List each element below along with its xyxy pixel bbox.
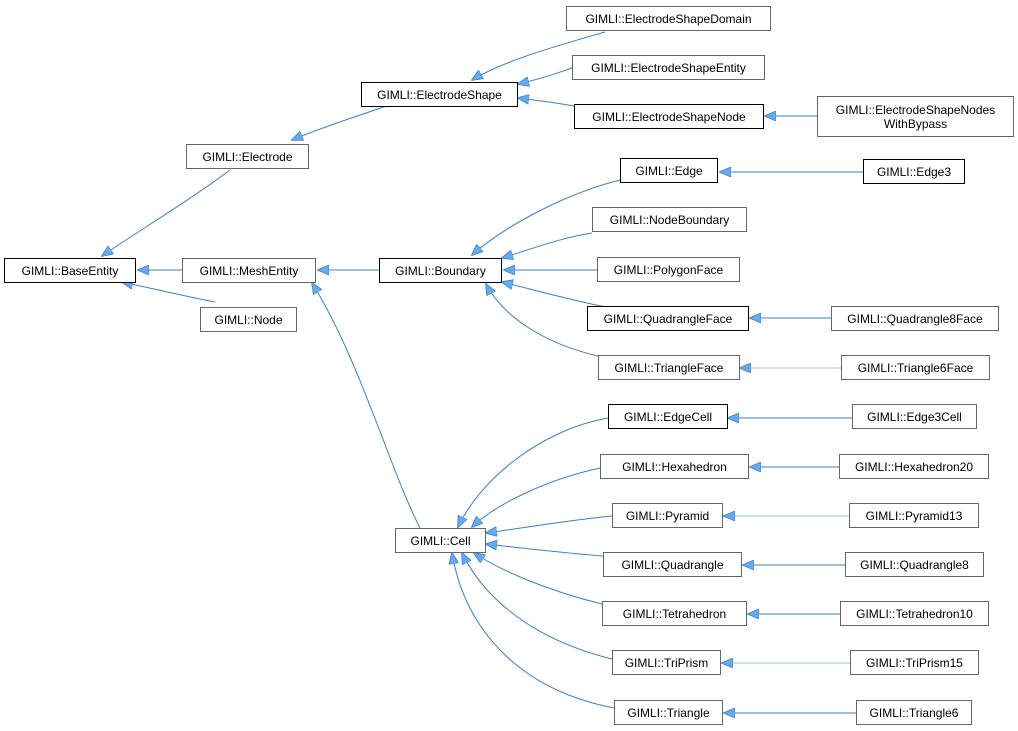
edge-triangle-to-cell bbox=[452, 553, 615, 709]
node-triangle-face[interactable]: GIMLI::TriangleFace bbox=[598, 355, 740, 380]
node-quadrangle8[interactable]: GIMLI::Quadrangle8 bbox=[845, 552, 984, 577]
edge-electrode-to-baseentity bbox=[102, 169, 231, 256]
node-pyramid13[interactable]: GIMLI::Pyramid13 bbox=[849, 503, 979, 528]
node-base-entity[interactable]: GIMLI::BaseEntity bbox=[4, 258, 136, 283]
edge-quadface-to-boundary bbox=[502, 282, 607, 308]
edge-esdomain-to-electrodeshape bbox=[472, 31, 606, 80]
node-electrode-shape-node[interactable]: GIMLI::ElectrodeShapeNode bbox=[574, 104, 764, 129]
node-tri-prism[interactable]: GIMLI::TriPrism bbox=[612, 650, 721, 675]
edge-electrodeshape-to-electrode bbox=[292, 104, 391, 140]
node-electrode-shape-nodes-with-bypass[interactable]: GIMLI::ElectrodeShapeNodes WithBypass bbox=[817, 96, 1014, 137]
edge-hexahedron-to-cell bbox=[472, 467, 601, 527]
node-cell[interactable]: GIMLI::Cell bbox=[395, 528, 486, 553]
node-triangle6[interactable]: GIMLI::Triangle6 bbox=[856, 700, 972, 725]
edge-triprism-to-cell bbox=[462, 553, 613, 660]
edge-pyramid-to-cell bbox=[486, 515, 613, 533]
node-node[interactable]: GIMLI::Node bbox=[200, 307, 297, 332]
node-mesh-entity[interactable]: GIMLI::MeshEntity bbox=[182, 258, 316, 283]
node-triangle[interactable]: GIMLI::Triangle bbox=[614, 700, 723, 725]
node-tetrahedron[interactable]: GIMLI::Tetrahedron bbox=[602, 601, 747, 626]
node-quadrangle[interactable]: GIMLI::Quadrangle bbox=[603, 552, 742, 577]
edge-edgecell-to-cell bbox=[458, 417, 609, 527]
edge-node-to-baseentity bbox=[122, 282, 216, 303]
edge-triface-to-boundary bbox=[486, 284, 599, 357]
edge-quadrangle-to-cell bbox=[486, 544, 604, 557]
node-electrode-shape[interactable]: GIMLI::ElectrodeShape bbox=[361, 82, 518, 107]
node-electrode-shape-entity[interactable]: GIMLI::ElectrodeShapeEntity bbox=[572, 55, 765, 80]
edge-esentity-to-electrodeshape bbox=[518, 67, 573, 84]
node-node-boundary[interactable]: GIMLI::NodeBoundary bbox=[592, 207, 747, 232]
node-hexahedron[interactable]: GIMLI::Hexahedron bbox=[600, 454, 749, 479]
node-electrode[interactable]: GIMLI::Electrode bbox=[186, 144, 309, 169]
node-boundary[interactable]: GIMLI::Boundary bbox=[379, 258, 502, 283]
edge-nodeboundary-to-boundary bbox=[502, 232, 593, 258]
node-edge3[interactable]: GIMLI::Edge3 bbox=[863, 159, 965, 184]
edge-cell-to-meshentity bbox=[312, 283, 421, 529]
node-edge-cell[interactable]: GIMLI::EdgeCell bbox=[608, 404, 728, 429]
edge-tetrahedron-to-cell bbox=[474, 553, 603, 605]
node-hexahedron20[interactable]: GIMLI::Hexahedron20 bbox=[839, 454, 989, 479]
node-quadrangle-face[interactable]: GIMLI::QuadrangleFace bbox=[587, 306, 749, 331]
edge-esnode-to-electrodeshape bbox=[518, 98, 575, 107]
node-electrode-shape-domain[interactable]: GIMLI::ElectrodeShapeDomain bbox=[566, 6, 771, 31]
node-tri-prism15[interactable]: GIMLI::TriPrism15 bbox=[850, 650, 979, 675]
node-edge3-cell[interactable]: GIMLI::Edge3Cell bbox=[852, 404, 977, 429]
node-pyramid[interactable]: GIMLI::Pyramid bbox=[612, 503, 723, 528]
node-tetrahedron10[interactable]: GIMLI::Tetrahedron10 bbox=[840, 601, 989, 626]
node-quadrangle8-face[interactable]: GIMLI::Quadrangle8Face bbox=[831, 306, 999, 331]
node-triangle6-face[interactable]: GIMLI::Triangle6Face bbox=[841, 355, 990, 380]
node-polygon-face[interactable]: GIMLI::PolygonFace bbox=[597, 257, 740, 282]
edge-edge-to-boundary bbox=[472, 179, 621, 255]
node-edge[interactable]: GIMLI::Edge bbox=[620, 158, 718, 183]
